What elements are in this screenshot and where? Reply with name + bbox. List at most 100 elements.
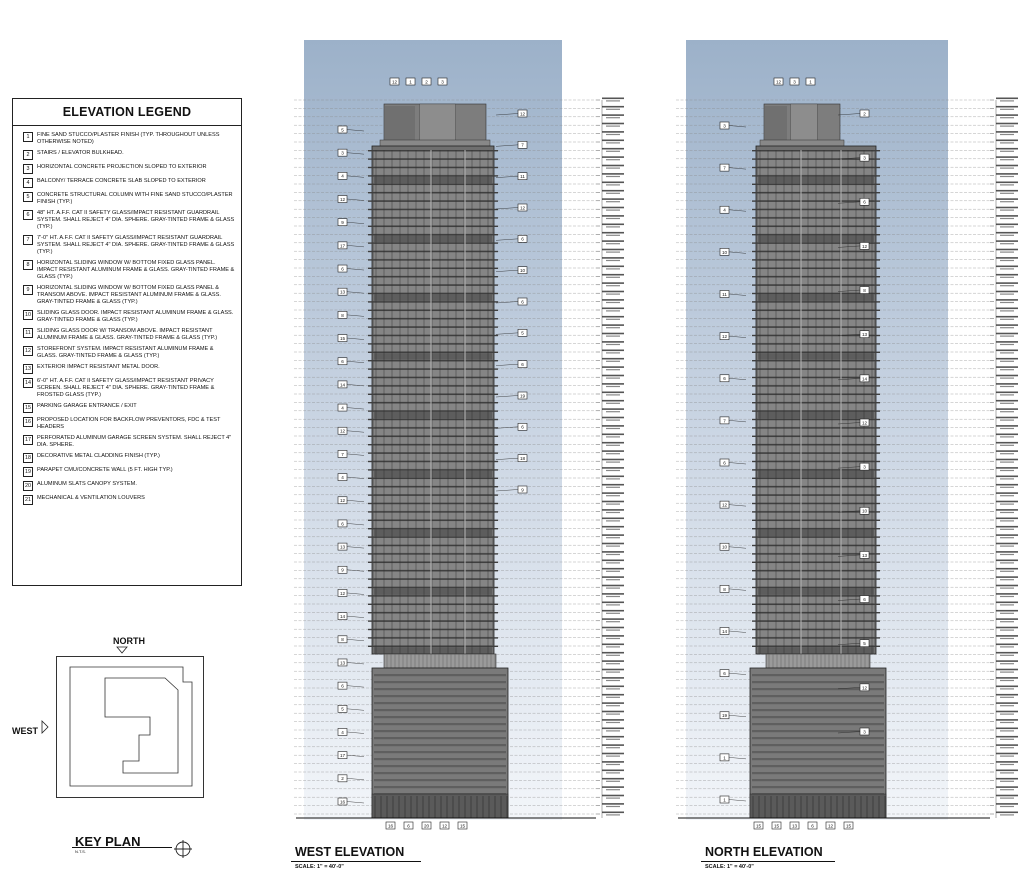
floor-glazing [374, 210, 492, 217]
callout-leader [837, 643, 861, 645]
floor-glazing [374, 244, 492, 251]
floor-glazing [374, 538, 492, 545]
balcony-slab [368, 586, 498, 589]
callout-tag-box [421, 77, 432, 86]
level-elevation-label [602, 794, 624, 797]
callout-leader [495, 395, 519, 398]
level-elevation-label [602, 777, 624, 780]
balcony-slab [368, 318, 498, 320]
floor-glazing [374, 328, 492, 335]
callout-tag: 9 [337, 565, 348, 574]
level-name-label [1000, 562, 1014, 564]
balcony-slab [368, 351, 498, 353]
level-name-label [1000, 276, 1014, 278]
level-elevation-label [602, 391, 624, 394]
balcony-slab [368, 544, 498, 547]
level-name-label [1000, 259, 1014, 262]
callout-leader [837, 466, 861, 469]
level-name-label [1000, 629, 1014, 631]
floor-glazing [374, 496, 492, 503]
level-elevation-label [996, 593, 1018, 595]
level-name-label [1000, 184, 1014, 186]
level-elevation-label [996, 651, 1018, 654]
level-elevation-label [602, 719, 624, 721]
level-elevation-label [602, 131, 624, 133]
balcony-slab [368, 292, 498, 295]
level-name-label [1000, 545, 1014, 547]
legend-item-number: 10 [23, 310, 33, 320]
level-elevation-label [602, 693, 624, 696]
callout-tag: 5 [337, 705, 348, 713]
callout-tag-number: 6 [811, 823, 814, 828]
callout-tag-number: 13 [862, 332, 868, 337]
level-elevation-label [602, 433, 624, 436]
level-name-label [1000, 679, 1014, 682]
level-elevation-label [602, 685, 624, 688]
balcony-slab [368, 343, 498, 345]
level-elevation-label [996, 399, 1018, 402]
level-elevation-label [996, 483, 1018, 486]
level-name-label [1000, 621, 1014, 623]
balcony-slab [368, 183, 498, 185]
level-name-label [606, 444, 620, 446]
callout-tag: 1 [719, 753, 730, 762]
level-elevation-label [996, 273, 1018, 276]
level-name-label [1000, 150, 1014, 152]
callout-leader [837, 687, 861, 690]
level-name-label [606, 394, 620, 396]
level-elevation-label [996, 525, 1018, 528]
floor-glazing [374, 294, 492, 301]
level-name-label [606, 133, 620, 136]
callout-tag: 12 [337, 195, 348, 203]
level-elevation-label [996, 542, 1018, 545]
legend-item-number: 1 [23, 132, 33, 142]
tower-floors [368, 150, 498, 654]
legend-title: ELEVATION LEGEND [13, 99, 241, 126]
level-elevation-label [602, 702, 624, 704]
legend-item-text: DECORATIVE METAL CLADDING FINISH (TYP.) [37, 453, 160, 459]
balcony-slab [368, 444, 498, 446]
level-name-label [606, 318, 620, 320]
legend-item-text: STOREFRONT SYSTEM. IMPACT RESISTANT ALUM… [37, 346, 214, 359]
amenity-level [765, 653, 871, 669]
level-elevation-label [996, 139, 1018, 142]
floor-glazing [374, 252, 492, 259]
legend-item-text: PARKING GARAGE ENTRANCE / EXIT [37, 403, 137, 409]
callout-tag: 13 [859, 330, 870, 339]
balcony-slab [368, 192, 498, 194]
floor-glazing [374, 613, 492, 620]
west-elevation-scale: SCALE: 1" = 40'-0" [295, 864, 344, 870]
level-elevation-label [996, 685, 1018, 688]
floor-glazing [374, 277, 492, 284]
floor-glazing [374, 571, 492, 578]
floor-glazing [374, 462, 492, 469]
level-name-label [606, 604, 620, 606]
callout-tag: 6 [859, 197, 870, 206]
callout-tag: 1 [719, 795, 730, 804]
callout-tag-box [789, 77, 800, 86]
balcony-slab [368, 402, 498, 404]
floor-glazing [374, 512, 492, 520]
callout-tag: 12 [859, 418, 870, 427]
callout-tag: 15 [457, 821, 468, 830]
callout-tag: 6 [337, 264, 348, 273]
callout-tag: 6 [337, 357, 348, 366]
callout-leader [837, 598, 861, 601]
level-elevation-label [996, 282, 1018, 284]
garage-screen-band [752, 695, 884, 698]
callout-tag: 6 [517, 360, 528, 368]
level-name-label [606, 125, 620, 127]
callout-tag-number: 13 [862, 553, 868, 558]
level-elevation-label [602, 97, 624, 100]
callout-tag-number: 16 [388, 823, 394, 828]
level-elevation-label [602, 299, 624, 301]
garage-screen-band [374, 765, 506, 768]
legend-item-text: CONCRETE STRUCTURAL COLUMN WITH FINE SAN… [37, 192, 233, 205]
